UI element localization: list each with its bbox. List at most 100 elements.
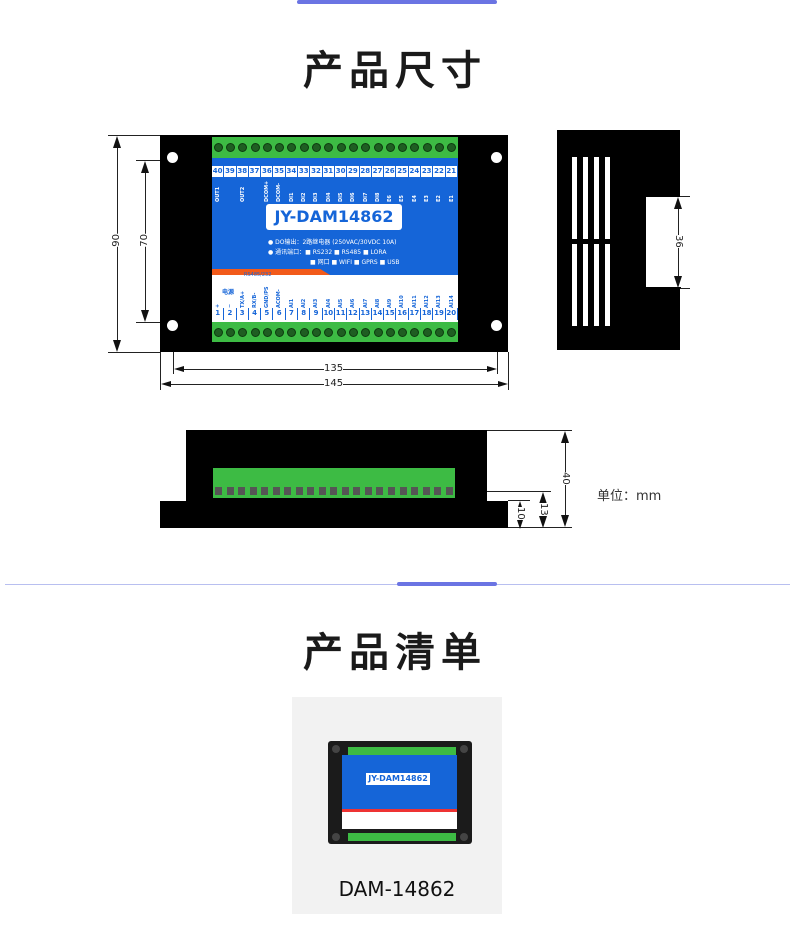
screw-icon [225, 143, 235, 152]
dimension-side-width: 36 [673, 235, 684, 248]
terminal-number: 2 [224, 308, 237, 320]
terminal-number: 14 [372, 308, 385, 320]
screw-icon [361, 327, 371, 337]
product-card[interactable]: JY-DAM14862 DAM-14862 [292, 697, 502, 914]
terminal-pin [272, 487, 280, 495]
screw-icon [447, 143, 457, 152]
terminal-label [249, 178, 261, 202]
screw-icon [447, 327, 457, 337]
terminal-label: DI4 [325, 192, 332, 203]
product-image-model: JY-DAM14862 [366, 773, 430, 785]
screw-icon [238, 327, 248, 337]
terminal-pin [318, 487, 326, 495]
screw-icon [336, 327, 346, 337]
terminal-number: 28 [360, 166, 372, 177]
spec-comm: ● 通讯端口：■ RS232 ■ RS485 ■ LORA [268, 249, 387, 256]
terminal-label: − [227, 303, 234, 308]
screw-icon [410, 327, 420, 337]
vent-slot [572, 157, 577, 239]
screw-icon [398, 143, 408, 152]
terminal-number: 34 [286, 166, 299, 177]
screw-icon [262, 143, 272, 152]
spec-do: ● DO输出：2路继电器 (250VAC/30VDC 10A) [268, 239, 397, 246]
terminal-label: AI10 [399, 295, 406, 308]
screw-icon [434, 143, 444, 152]
terminal-label: AI3 [313, 298, 320, 308]
terminal-label: RX/B- [252, 292, 259, 308]
terminal-label: E6 [387, 195, 394, 202]
terminal-number: 27 [372, 166, 385, 177]
vent-slot [572, 244, 577, 326]
screw-icon [250, 143, 260, 152]
screw-icon [238, 143, 248, 152]
terminal-pin [284, 487, 292, 495]
terminal-pin [387, 487, 395, 495]
terminal-number: 33 [298, 166, 311, 177]
terminal-number: 37 [249, 166, 262, 177]
terminal-label: DI3 [313, 192, 320, 203]
terminal-pin [411, 487, 419, 495]
terminal-label: AI1 [288, 298, 295, 308]
terminal-pin [295, 487, 303, 495]
packing-title: 产品清单 [303, 630, 487, 676]
terminal-number: 32 [311, 166, 323, 177]
terminal-label: AI9 [387, 298, 394, 308]
terminal-label: DI2 [301, 192, 308, 203]
dimension-depth-step: 13 [538, 503, 549, 516]
screw-icon [434, 327, 444, 337]
terminal-pin [399, 487, 407, 495]
screw-icon [348, 327, 358, 337]
terminal-label: E1 [448, 195, 455, 202]
terminal-label: DCOM- [276, 182, 283, 202]
screw-icon [398, 327, 408, 337]
terminal-pin [307, 487, 315, 495]
vent-slot [583, 157, 588, 239]
terminal-number: 12 [347, 308, 360, 320]
terminal-label: ACOM- [276, 289, 283, 308]
screw-icon [422, 143, 432, 152]
screw-icon [373, 327, 383, 337]
screw-icon [373, 143, 383, 152]
terminal-number: 26 [384, 166, 397, 177]
device-model: JY-DAM14862 [266, 204, 402, 230]
terminal-number: 4 [249, 308, 262, 320]
terminal-label: AI13 [436, 295, 443, 308]
terminal-number: 30 [335, 166, 348, 177]
terminal-pin [249, 487, 257, 495]
vent-slot [583, 244, 588, 326]
terminal-number: 25 [397, 166, 409, 177]
terminal-label: + [215, 303, 222, 308]
spec-comm2: ■ 网口 ■ WIFI ■ GPRS ■ USB [310, 259, 400, 266]
terminal-label: DI8 [375, 192, 381, 203]
terminal-label: AI12 [424, 295, 431, 308]
terminal-number: 11 [335, 308, 348, 320]
unit-label: 单位：mm [597, 489, 662, 504]
screw-icon [299, 327, 309, 337]
terminal-pin [353, 487, 361, 495]
screw-icon [312, 327, 322, 337]
screw-icon [262, 327, 272, 337]
terminal-label [224, 178, 236, 202]
screw-icon [299, 143, 309, 152]
terminal-pin [238, 487, 246, 495]
terminal-number: 31 [323, 166, 335, 177]
screw-icon [213, 327, 223, 337]
terminal-pin [422, 487, 430, 495]
terminal-label: AI11 [411, 295, 418, 308]
terminal-number: 18 [421, 308, 434, 320]
screw-icon [385, 327, 395, 337]
screw-icon [348, 143, 358, 152]
terminal-number: 15 [384, 308, 397, 320]
terminal-label: AI6 [350, 298, 357, 308]
divider-accent [397, 582, 497, 586]
screw-icon [385, 143, 395, 152]
terminal-number: 8 [298, 308, 311, 320]
terminal-label: DI6 [350, 192, 357, 203]
dimension-depth-total: 40 [560, 472, 571, 485]
terminal-number: 19 [433, 308, 446, 320]
terminal-label: OUT1 [215, 186, 222, 202]
vent-slot [594, 244, 599, 326]
terminal-number: 23 [421, 166, 434, 177]
bus-label: RS485/232 [244, 272, 272, 278]
